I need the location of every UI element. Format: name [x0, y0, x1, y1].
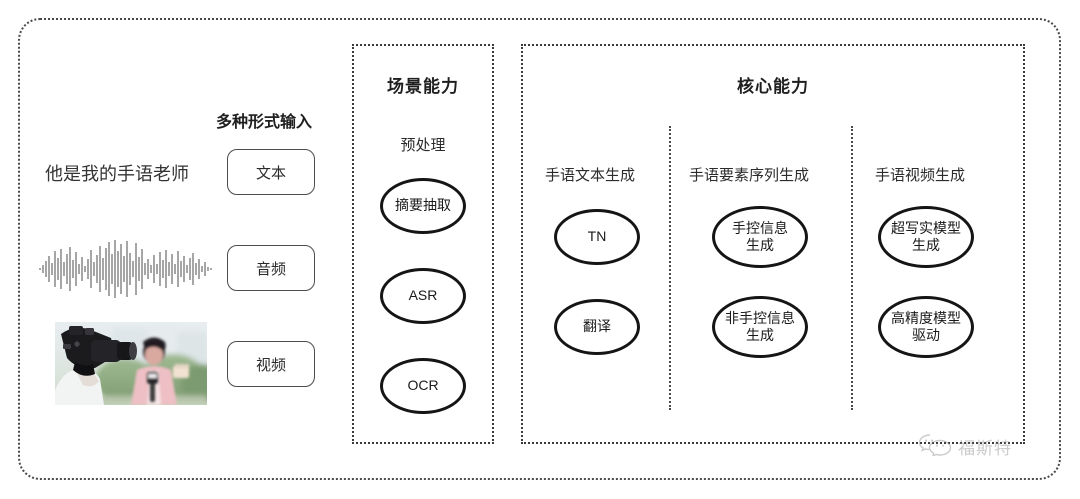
scene-panel-title: 场景能力	[387, 77, 459, 96]
scene-group-label: 预处理	[400, 137, 446, 154]
core-column-label-text-generation: 手语文本生成	[545, 167, 636, 184]
node-label-line1: 高精度模型	[891, 309, 961, 326]
core-capability-panel: 核心能力 手语文本生成 TN 翻译 手语要素序列生成 手控信息 生成 非手控信息…	[521, 44, 1025, 444]
node-label: 摘要抽取	[395, 197, 451, 214]
core-column-label-element-sequence: 手语要素序列生成	[689, 167, 810, 184]
node-label: OCR	[407, 377, 439, 394]
scene-node-summary-extraction[interactable]: 摘要抽取	[380, 178, 466, 234]
outer-frame-border	[18, 18, 1061, 480]
node-label-line2: 驱动	[912, 327, 940, 343]
core-node-tn[interactable]: TN	[554, 209, 640, 265]
audio-waveform-icon	[38, 238, 214, 300]
core-node-high-precision-model-drive[interactable]: 高精度模型 驱动	[878, 296, 974, 358]
modality-label: 文本	[255, 164, 286, 182]
core-panel-title: 核心能力	[737, 77, 809, 96]
scene-node-asr[interactable]: ASR	[380, 268, 466, 324]
sample-input-text: 他是我的手语老师	[45, 164, 189, 184]
node-label-line1: 超写实模型	[891, 219, 961, 236]
core-column-label-video-generation: 手语视频生成	[875, 167, 966, 184]
video-thumbnail-photo	[55, 322, 207, 405]
modality-box-video[interactable]: 视频	[227, 341, 315, 387]
modality-label: 音频	[255, 260, 286, 278]
node-label-line2: 生成	[912, 237, 940, 253]
core-column-divider-1	[669, 126, 671, 410]
scene-node-ocr[interactable]: OCR	[380, 358, 466, 414]
input-section-heading: 多种形式输入	[216, 114, 313, 131]
node-label: 非手控信息 生成	[725, 310, 795, 345]
node-label: TN	[587, 228, 607, 245]
node-label: 手控信息 生成	[732, 220, 788, 255]
node-label-line1: 手控信息	[732, 219, 788, 236]
node-label: 超写实模型 生成	[891, 220, 961, 255]
scene-capability-panel: 场景能力 预处理 摘要抽取 ASR OCR	[352, 44, 494, 444]
node-label: ASR	[408, 287, 438, 304]
core-node-manual-info-generation[interactable]: 手控信息 生成	[712, 206, 808, 268]
modality-box-audio[interactable]: 音频	[227, 245, 315, 291]
wechat-logo-icon	[918, 432, 952, 461]
core-node-hyperreal-model-generation[interactable]: 超写实模型 生成	[878, 206, 974, 268]
modality-label: 视频	[255, 356, 286, 374]
node-label-line1: 非手控信息	[725, 309, 795, 326]
node-label-line2: 生成	[746, 237, 774, 253]
watermark: 福斯特	[918, 432, 1012, 461]
watermark-text: 福斯特	[958, 439, 1012, 458]
core-column-divider-2	[851, 126, 853, 410]
node-label: 翻译	[583, 318, 611, 335]
core-node-non-manual-info-generation[interactable]: 非手控信息 生成	[712, 296, 808, 358]
node-label-line2: 生成	[746, 327, 774, 343]
modality-box-text[interactable]: 文本	[227, 149, 315, 195]
node-label: 高精度模型 驱动	[891, 310, 961, 345]
core-node-translation[interactable]: 翻译	[554, 299, 640, 355]
